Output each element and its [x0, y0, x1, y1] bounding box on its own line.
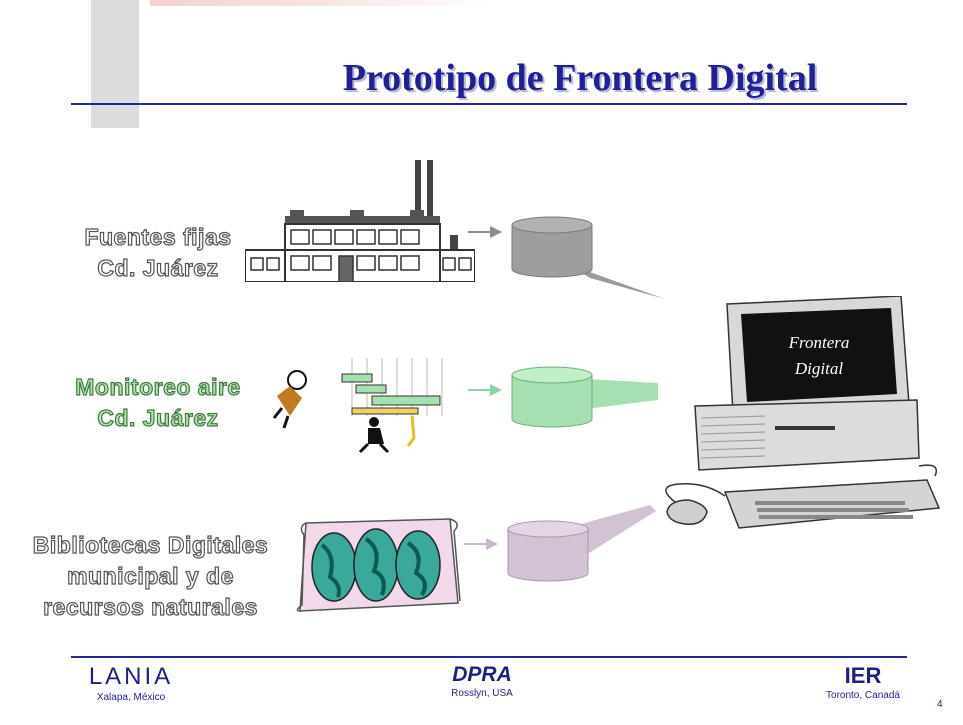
source-label-line: Bibliotecas Digitales [32, 531, 269, 558]
source-label-line: Cd. Juárez [97, 254, 219, 281]
world-map-scroll-icon [296, 518, 461, 612]
source-label-line: Monitoreo aire [75, 373, 241, 400]
source-label-line: recursos naturales [42, 593, 258, 620]
arrow-right-icon [468, 226, 502, 238]
computer-screen-line: Digital [794, 359, 843, 378]
source-label-monitoreo-aire: Monitoreo aire Cd. Juárez [48, 372, 268, 434]
decorative-top-band [150, 0, 490, 6]
computer-icon: Frontera Digital [665, 296, 941, 529]
source-label-fuentes-fijas: Fuentes fijas Cd. Juárez [48, 222, 268, 284]
source-label-line: Cd. Juárez [97, 404, 219, 431]
dpra-logo: DPRA Rosslyn, USA [427, 663, 537, 699]
lania-logo: LANIA Xalapa, México [76, 663, 186, 703]
arrow-right-icon [464, 538, 498, 550]
ier-logo: IER Toronto, Canadá [808, 663, 918, 701]
arrow-right-icon [468, 384, 502, 396]
logo-city: Xalapa, México [96, 692, 166, 703]
logo-name: LANIA [88, 663, 174, 690]
footer-divider [71, 656, 907, 658]
monitoring-figures-icon [272, 358, 443, 454]
factory-icon [245, 160, 475, 282]
slide-title: Prototipo de Frontera Digital [342, 57, 818, 99]
logo-name: IER [844, 663, 882, 688]
source-label-line: municipal y de [67, 562, 234, 589]
logo-name: DPRA [452, 663, 512, 686]
logo-city: Rosslyn, USA [451, 688, 513, 699]
title-divider [71, 103, 907, 105]
source-label-bibliotecas-digitales: Bibliotecas Digitales municipal y de rec… [28, 530, 273, 623]
flow-diagram [464, 216, 665, 582]
logo-city: Toronto, Canadá [826, 690, 900, 701]
database-icon [507, 528, 589, 582]
page-number: 4 [937, 699, 943, 710]
decorative-side-bar [91, 0, 139, 128]
database-icon [511, 374, 593, 428]
database-icon [511, 224, 593, 278]
computer-screen-line: Frontera [788, 333, 850, 352]
source-label-line: Fuentes fijas [84, 223, 232, 250]
